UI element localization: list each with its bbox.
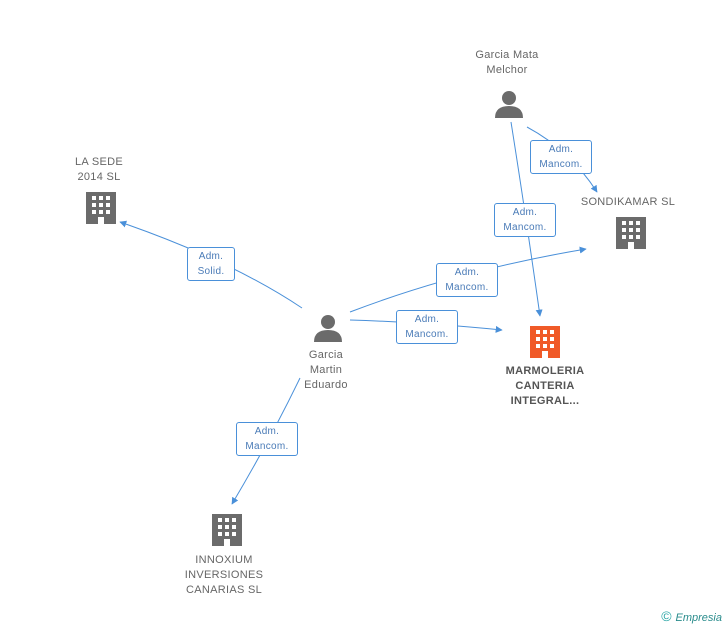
node-label-sondikamar[interactable]: SONDIKAMAR SL [580,196,676,208]
node-label-marmoleria[interactable]: MARMOLERIA CANTERIA INTEGRAL... [505,365,585,407]
building-icon-highlighted[interactable] [530,326,560,358]
node-label-innoxium[interactable]: INNOXIUM INVERSIONES CANARIAS SL [184,554,264,596]
copyright-notice: ©Empresia [661,608,722,624]
node-label-garcia-martin[interactable]: Garcia Martin Eduardo [304,349,348,391]
edge-badge: Adm. Mancom. [236,422,298,456]
person-icon[interactable] [495,91,523,118]
building-icon[interactable] [616,217,646,249]
edge-badge: Adm. Mancom. [494,203,556,237]
node-label-garcia-mata[interactable]: Garcia Mata Melchor [475,49,539,76]
building-icon[interactable] [86,192,116,224]
node-label-la-sede[interactable]: LA SEDE 2014 SL [75,156,123,183]
edge-badge: Adm. Mancom. [436,263,498,297]
edge-badge: Adm. Solid. [187,247,235,281]
edge-badge: Adm. Mancom. [396,310,458,344]
building-icon[interactable] [212,514,242,546]
edge-badge: Adm. Mancom. [530,140,592,174]
brand-logo[interactable]: Empresia [675,612,722,624]
person-icon[interactable] [314,315,342,342]
copyright-symbol: © [661,608,672,624]
